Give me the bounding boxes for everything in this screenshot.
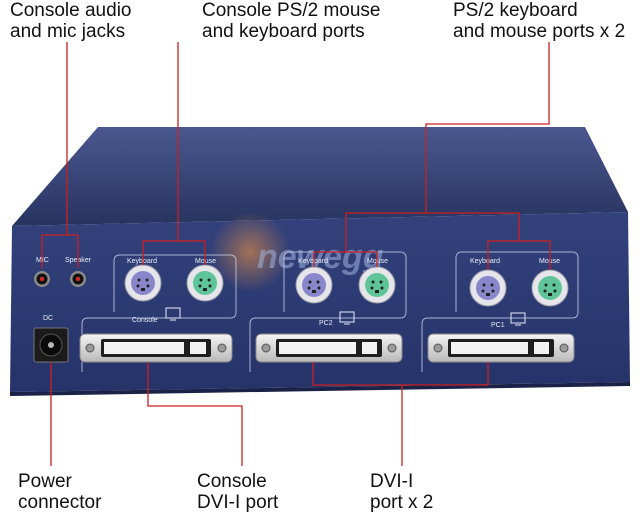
pc1-keyboard-port[interactable] xyxy=(469,269,507,307)
console-label: Console xyxy=(132,317,158,324)
console-keyboard-label: Keyboard xyxy=(127,258,157,265)
callout-pc-ps2: PS/2 keyboard and mouse ports x 2 xyxy=(453,0,625,42)
pc2-dvi-port[interactable] xyxy=(255,333,403,363)
callout-pc-dvi: DVI-I port x 2 xyxy=(370,471,433,513)
leader-console-dvi xyxy=(147,362,243,466)
leader-pc-ps2 xyxy=(425,42,550,213)
pc2-monitor-icon xyxy=(339,311,355,325)
callout-audio-jacks: Console audio and mic jacks xyxy=(10,0,131,42)
callout-console-dvi-line1: Console xyxy=(197,471,267,492)
console-mouse-port[interactable] xyxy=(186,264,224,302)
pc1-port-group: Keyboard Mouse PC1 xyxy=(427,258,575,363)
pc2-label: PC2 xyxy=(319,320,333,327)
callout-pc-dvi-line1: DVI-I xyxy=(370,471,414,492)
leader-pc-dvi xyxy=(312,362,489,386)
pc2-keyboard-port[interactable] xyxy=(295,266,333,304)
dc-label: DC xyxy=(43,315,53,322)
callout-console-dvi-line2: DVI-I port xyxy=(197,492,279,513)
pc2-port-group: Keyboard Mouse PC2 xyxy=(255,258,403,363)
mic-jack[interactable] xyxy=(34,271,50,287)
pc1-dvi-port[interactable] xyxy=(427,333,575,363)
pc1-mouse-port[interactable] xyxy=(531,269,569,307)
callout-pc-ps2-line2: and mouse ports x 2 xyxy=(453,21,626,42)
chassis-top xyxy=(12,127,628,226)
pc1-monitor-icon xyxy=(510,312,526,326)
pc1-label: PC1 xyxy=(491,322,505,329)
callout-pc-ps2-line1: PS/2 keyboard xyxy=(453,0,578,21)
pc1-keyboard-label: Keyboard xyxy=(470,258,500,265)
callout-audio-line2: and mic jacks xyxy=(10,21,126,42)
leader-audio xyxy=(41,42,68,268)
pc2-mouse-port[interactable] xyxy=(358,266,396,304)
pc2-keyboard-label: Keyboard xyxy=(298,258,328,265)
power-connector[interactable]: DC xyxy=(33,315,69,363)
callout-audio-line1: Console audio xyxy=(10,0,132,21)
callout-power-line1: Power xyxy=(18,471,72,492)
callout-console-ps2: Console PS/2 mouse and keyboard ports xyxy=(202,0,381,42)
callout-console-ps2-line2: and keyboard ports xyxy=(202,21,365,42)
callout-pc-dvi-line2: port x 2 xyxy=(370,492,434,513)
console-dvi-port[interactable] xyxy=(79,333,233,363)
watermark-logo: newegg xyxy=(210,212,384,292)
console-monitor-icon xyxy=(165,307,181,321)
port-section-outlines xyxy=(81,251,579,372)
callout-console-ps2-line1: Console PS/2 mouse xyxy=(202,0,381,21)
callout-lines xyxy=(41,42,551,466)
callout-power-line2: connector xyxy=(18,492,102,513)
callout-power: Power connector xyxy=(18,471,101,513)
console-keyboard-port[interactable] xyxy=(124,264,162,302)
speaker-jack[interactable] xyxy=(70,271,86,287)
callout-console-dvi: Console DVI-I port xyxy=(197,471,278,513)
console-port-group: Keyboard Mouse Console xyxy=(79,258,233,363)
